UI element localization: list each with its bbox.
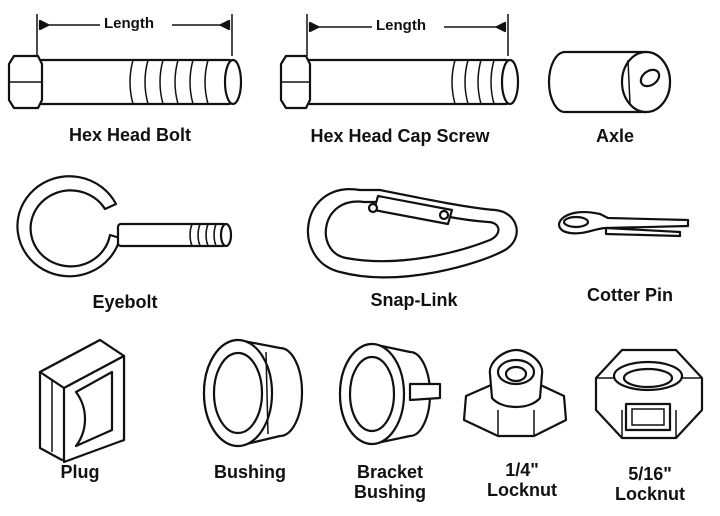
screw-length-dimension-label: Length <box>372 17 430 34</box>
bracket-bushing-label-line2: Bushing <box>354 482 426 502</box>
cotter-pin-label: Cotter Pin <box>586 285 673 305</box>
bolt-length-dimension-label: Length <box>100 15 158 32</box>
bushing-label: Bushing <box>214 462 286 482</box>
eyebolt-label: Eyebolt <box>92 292 158 312</box>
locknut-5-16-label-line1: 5/16" <box>628 464 672 484</box>
axle-label: Axle <box>595 126 635 146</box>
eyebolt-drawing <box>16 175 233 278</box>
axle-drawing <box>547 50 672 114</box>
locknut-quarter-label-line1: 1/4" <box>505 460 539 480</box>
locknut-5-16-drawing <box>594 348 704 440</box>
hex-head-cap-screw-drawing <box>279 14 520 110</box>
bracket-bushing-label-line1: Bracket <box>356 462 424 482</box>
snap-link-drawing <box>306 188 518 279</box>
hex-head-bolt-label: Hex Head Bolt <box>68 125 192 145</box>
bracket-bushing-drawing <box>338 342 442 446</box>
locknut-quarter-label-line2: Locknut <box>487 480 557 500</box>
hex-head-bolt-drawing <box>7 14 243 110</box>
bushing-drawing <box>202 338 304 448</box>
snap-link-label: Snap-Link <box>370 290 458 310</box>
locknut-quarter-drawing <box>462 348 568 438</box>
hex-head-cap-screw-label: Hex Head Cap Screw <box>310 126 490 146</box>
plug-drawing <box>38 338 126 464</box>
cotter-pin-drawing <box>558 211 690 238</box>
locknut-5-16-label-line2: Locknut <box>615 484 685 504</box>
plug-label: Plug <box>60 462 100 482</box>
